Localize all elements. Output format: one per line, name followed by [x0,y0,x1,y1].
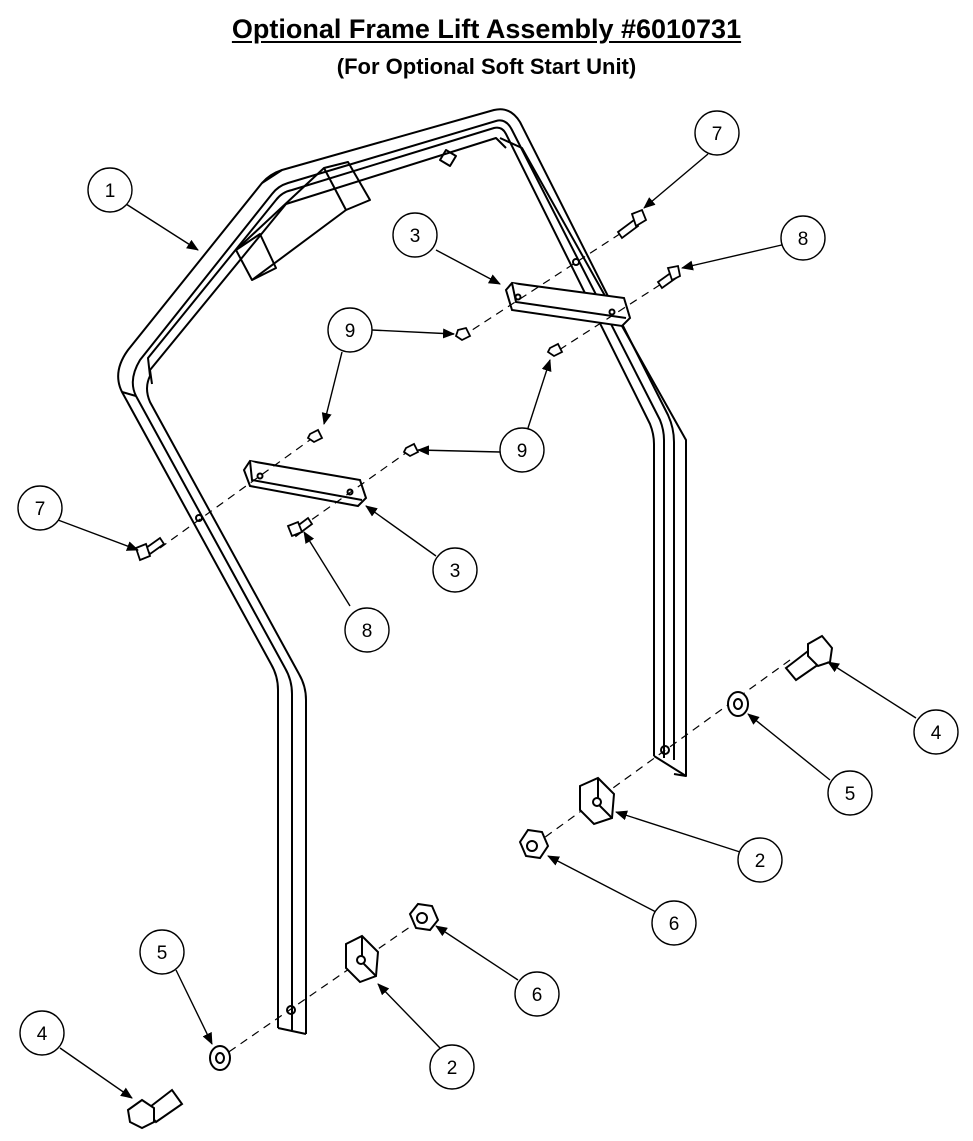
callout-5-left: 5 [139,929,185,975]
callout-1-label: 1 [105,181,116,202]
callout-3-lower-label: 3 [450,561,461,582]
callout-8-lower: 8 [344,607,390,653]
bolt-8-upper [656,264,682,290]
bolt-7-lower [134,536,166,562]
bolt-8-lower [286,516,314,538]
lift-frame [117,108,687,1035]
callout-2-right: 2 [737,837,783,883]
hex-nut-6-left [408,902,440,932]
callout-3-upper: 3 [392,212,438,258]
callout-2-left: 2 [429,1044,475,1090]
callout-8-upper-label: 8 [798,229,809,250]
assembly-axes [159,225,791,1059]
bracket-lower [242,459,368,508]
bracket-upper [504,281,632,328]
callout-5-right-label: 5 [845,784,856,805]
leader-lines [57,153,917,1099]
washer-5-right [727,691,749,717]
nut-9-b [546,342,564,358]
callout-4-left-label: 4 [37,1024,48,1045]
plate-2-left [345,934,380,984]
callout-3-upper-label: 3 [410,226,421,247]
callout-3-lower: 3 [432,547,478,593]
callout-4-left: 4 [19,1010,65,1056]
callout-8-lower-label: 8 [362,621,373,642]
washer-5-left [209,1045,231,1071]
callout-7-lower: 7 [17,485,63,531]
callout-9-b-label: 9 [517,441,528,462]
nut-9-a [454,326,472,342]
callouts: 1 7 8 3 9 9 7 3 8 4 5 2 6 5 6 4 2 [17,110,959,1090]
diagram-subtitle: (For Optional Soft Start Unit) [336,54,637,79]
callout-7-upper-label: 7 [712,124,723,145]
bolt-7-upper [616,208,648,240]
callout-9-a: 9 [327,307,373,353]
nut-9-d [402,442,420,458]
diagram-title: Optional Frame Lift Assembly #6010731 [231,14,742,44]
hex-nut-6-right [518,828,550,860]
bolt-4-left [126,1088,184,1130]
callout-6-right-label: 6 [669,914,680,935]
callout-7-lower-label: 7 [35,499,46,520]
callout-2-right-label: 2 [755,851,766,872]
callout-6-left: 6 [514,971,560,1017]
callout-6-left-label: 6 [532,985,543,1006]
callout-7-upper: 7 [694,110,740,156]
callout-5-right: 5 [827,770,873,816]
plate-2-right [579,776,616,826]
callout-5-left-label: 5 [157,943,168,964]
callout-9-b: 9 [499,427,545,473]
nut-9-c [306,428,324,444]
callout-6-right: 6 [651,900,697,946]
callout-4-right: 4 [913,709,959,755]
callout-4-right-label: 4 [931,723,942,744]
bolt-4-right [784,634,834,682]
callout-9-a-label: 9 [345,321,356,342]
callout-1: 1 [87,167,133,213]
callout-2-left-label: 2 [447,1058,458,1079]
callout-8-upper: 8 [780,215,826,261]
